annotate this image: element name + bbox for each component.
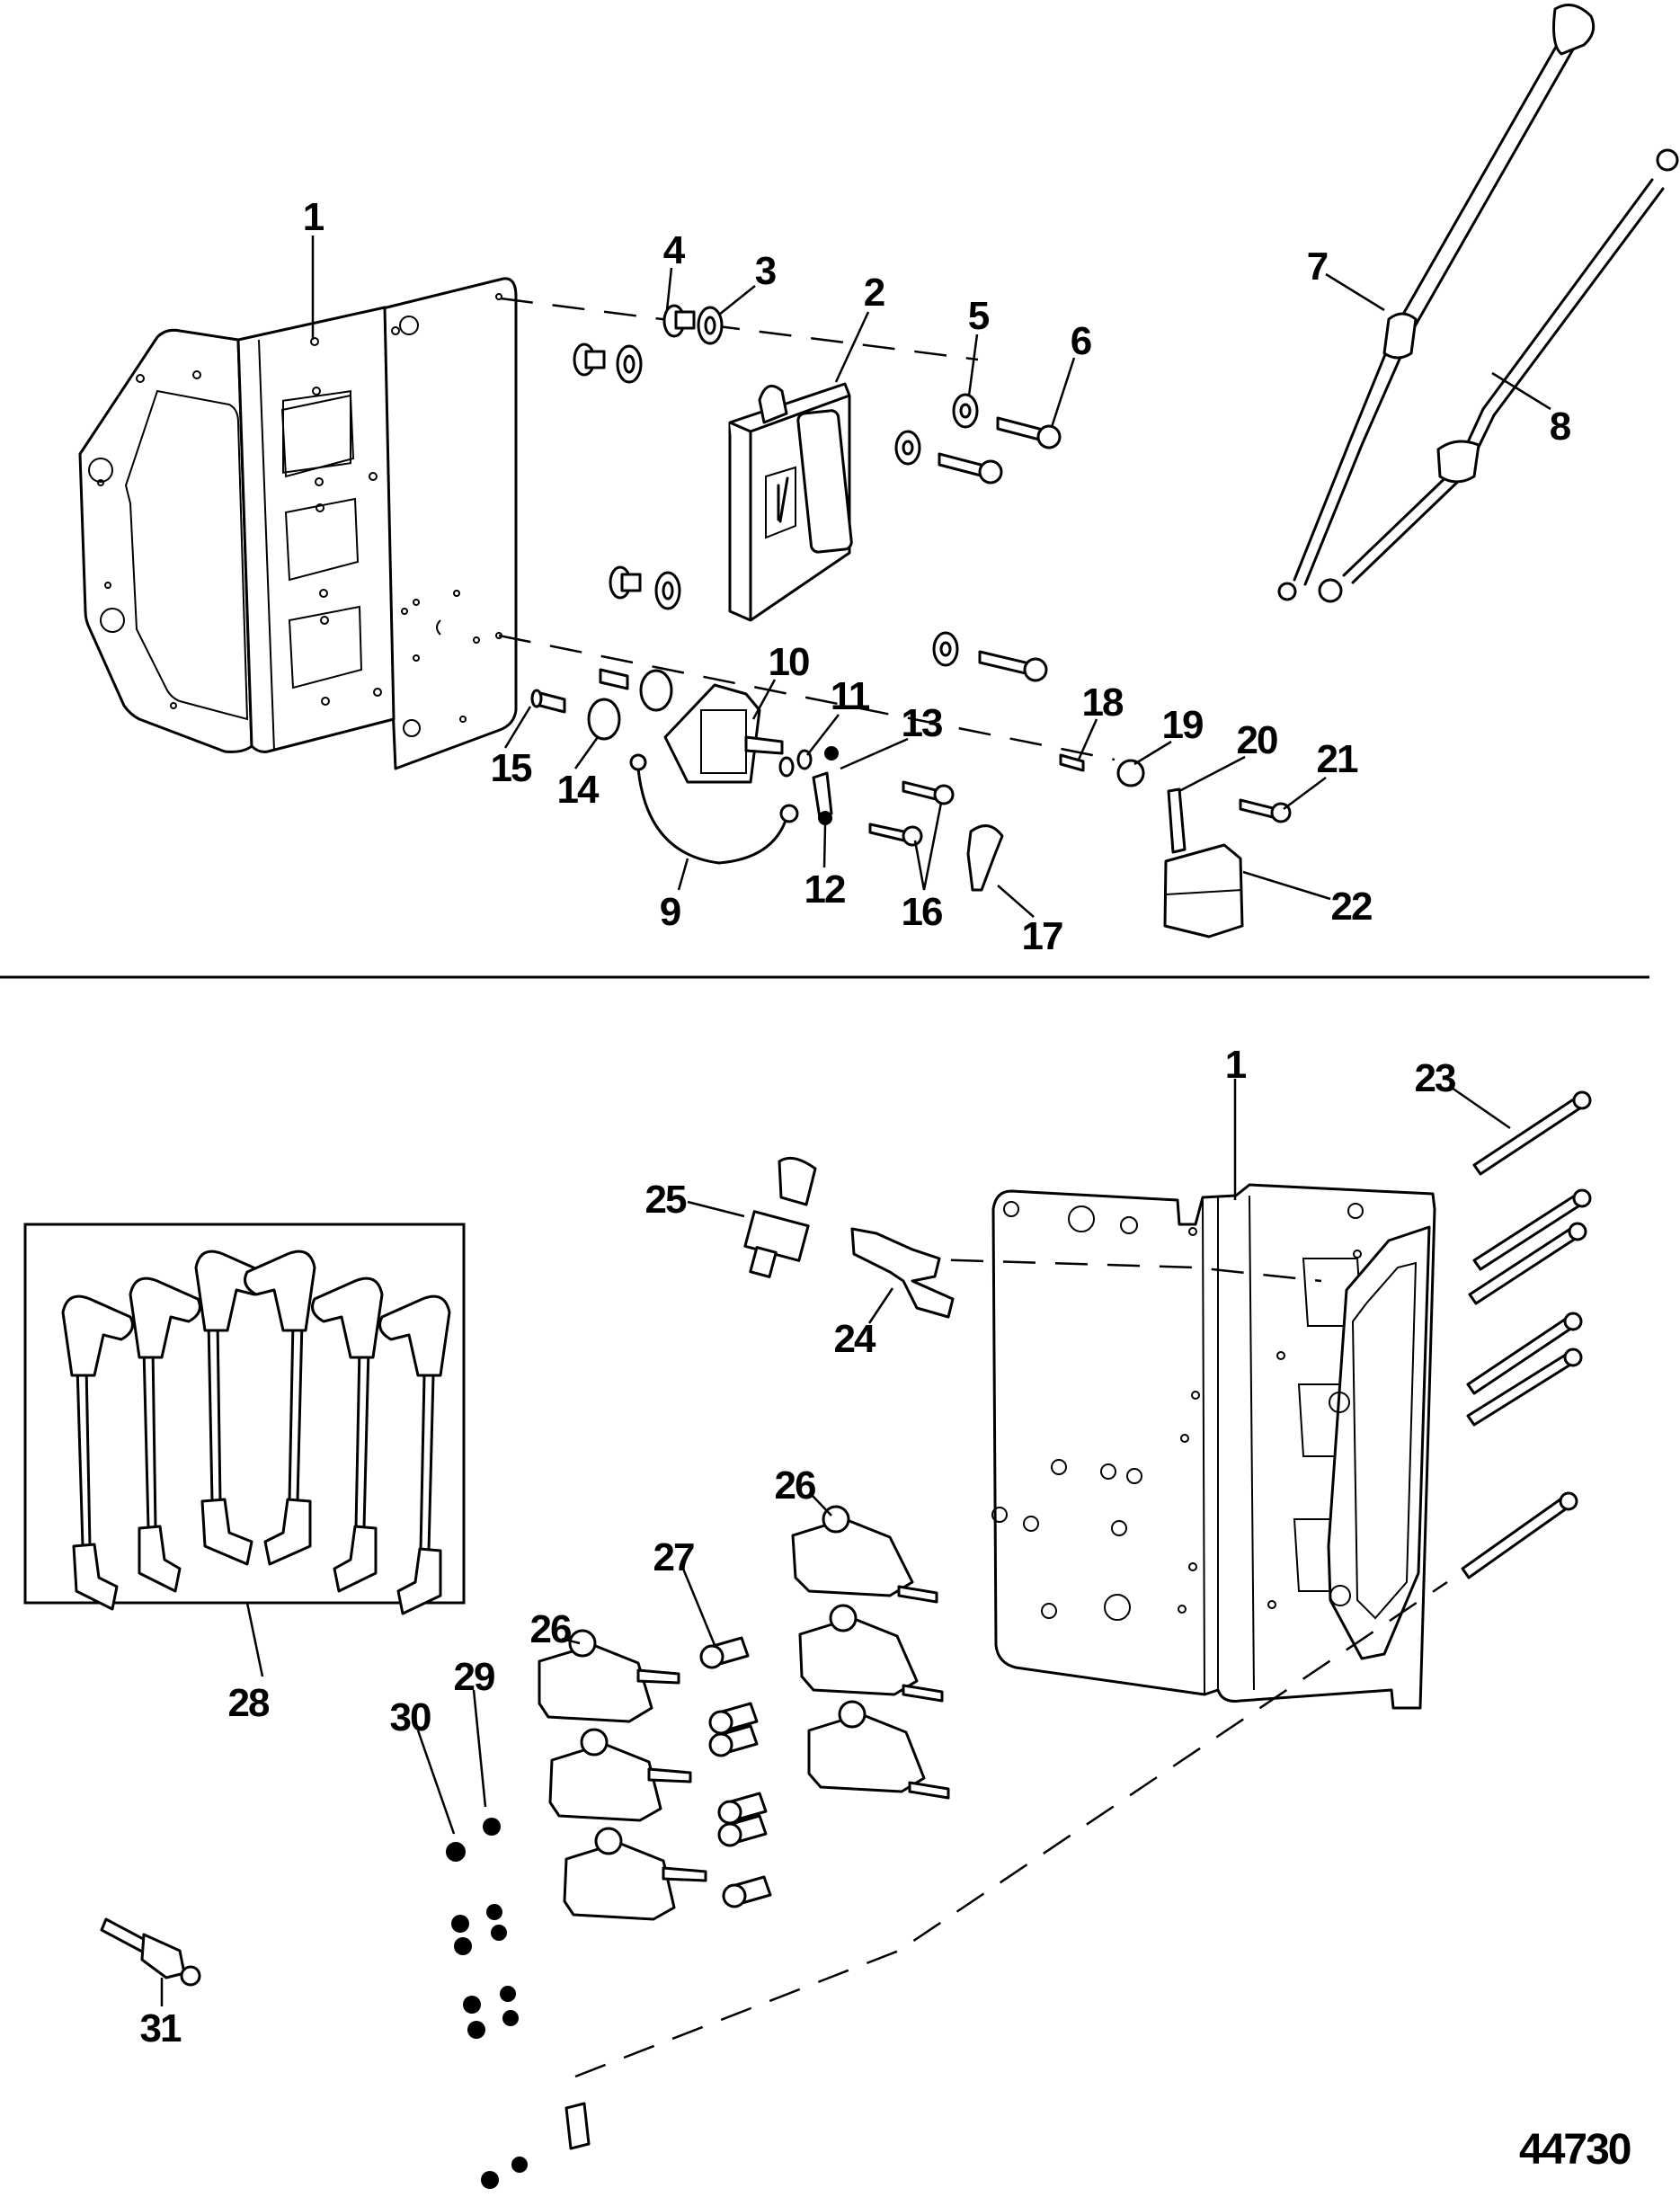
coil bbox=[538, 1629, 680, 1723]
lower-leaders bbox=[160, 1079, 1511, 2006]
callout-22: 22 bbox=[1331, 885, 1372, 929]
grommet-sleeve-set bbox=[573, 304, 724, 610]
callout-26-left: 26 bbox=[530, 1607, 571, 1651]
mounting-bracket-lower bbox=[991, 1183, 1436, 1710]
long-bolts bbox=[1461, 1090, 1592, 1579]
wire-harness-7 bbox=[1277, 4, 1596, 601]
knock-sensor bbox=[850, 1227, 955, 1319]
coil bbox=[798, 1604, 944, 1703]
spacers bbox=[699, 1636, 772, 1908]
plug-wire-1 bbox=[61, 1294, 134, 1611]
callout-19: 19 bbox=[1162, 703, 1203, 747]
upper-callouts: 1 2 3 4 5 6 7 8 9 10 11 12 13 14 15 16 1… bbox=[303, 195, 1573, 958]
spark-plug bbox=[100, 1917, 201, 1987]
upper-section: 1 2 3 4 5 6 7 8 9 10 11 12 13 14 15 16 1… bbox=[78, 4, 1679, 958]
callout-23: 23 bbox=[1415, 1056, 1455, 1100]
coil bbox=[791, 1505, 938, 1604]
callout-13: 13 bbox=[902, 701, 942, 745]
callout-27: 27 bbox=[653, 1535, 694, 1579]
callout-5: 5 bbox=[968, 294, 990, 338]
callout-11: 11 bbox=[831, 674, 870, 718]
callout-20: 20 bbox=[1237, 718, 1277, 762]
callout-1-lower: 1 bbox=[1225, 1043, 1247, 1087]
callout-2: 2 bbox=[864, 271, 884, 315]
callout-4: 4 bbox=[663, 228, 686, 272]
pressure-sensor bbox=[743, 1156, 817, 1278]
nuts-and-washers bbox=[446, 1818, 591, 2189]
callout-8: 8 bbox=[1550, 405, 1571, 449]
coil bbox=[807, 1700, 950, 1800]
callout-31: 31 bbox=[140, 2006, 182, 2050]
mounting-bracket-upper bbox=[78, 277, 518, 770]
callout-14: 14 bbox=[557, 768, 600, 812]
ignition-coils bbox=[538, 1505, 950, 1921]
callout-9: 9 bbox=[660, 890, 680, 934]
callout-16: 16 bbox=[902, 890, 942, 934]
callout-1-upper: 1 bbox=[303, 195, 324, 239]
callout-6: 6 bbox=[1071, 319, 1091, 363]
spark-plug-wire-kit bbox=[23, 1223, 466, 1615]
washers-and-bolts-upper bbox=[894, 393, 1062, 682]
callout-21: 21 bbox=[1317, 737, 1358, 781]
callout-7: 7 bbox=[1307, 245, 1328, 289]
hardware-upper-row bbox=[530, 668, 1292, 938]
callout-12: 12 bbox=[804, 867, 845, 912]
plug-wire-3 bbox=[194, 1250, 267, 1566]
coil bbox=[548, 1728, 692, 1822]
plug-wire-2 bbox=[129, 1276, 201, 1593]
callout-29: 29 bbox=[454, 1655, 494, 1699]
plug-wire-5 bbox=[311, 1276, 384, 1593]
callout-25: 25 bbox=[645, 1178, 687, 1222]
lower-callouts: 1 23 24 25 26 26 27 28 29 30 31 bbox=[140, 1043, 1457, 2050]
upper-leaders bbox=[311, 236, 1551, 918]
callout-3: 3 bbox=[755, 249, 776, 293]
callout-30: 30 bbox=[390, 1695, 431, 1739]
callout-28: 28 bbox=[228, 1681, 270, 1725]
lower-section: 1 23 24 25 26 26 27 28 29 30 31 44730 bbox=[23, 1043, 1632, 2189]
ecu-module bbox=[728, 382, 853, 622]
callout-24: 24 bbox=[834, 1317, 876, 1361]
callout-17: 17 bbox=[1022, 914, 1062, 958]
coil bbox=[563, 1827, 707, 1921]
wire-harness-8 bbox=[1318, 148, 1679, 603]
callout-15: 15 bbox=[491, 746, 532, 790]
callout-10: 10 bbox=[769, 640, 809, 684]
callout-26-right: 26 bbox=[775, 1463, 815, 1508]
figure-number: 44730 bbox=[1519, 2126, 1631, 2174]
plug-wire-4 bbox=[244, 1250, 316, 1566]
callout-18: 18 bbox=[1082, 680, 1124, 725]
plug-wire-6 bbox=[378, 1294, 451, 1615]
